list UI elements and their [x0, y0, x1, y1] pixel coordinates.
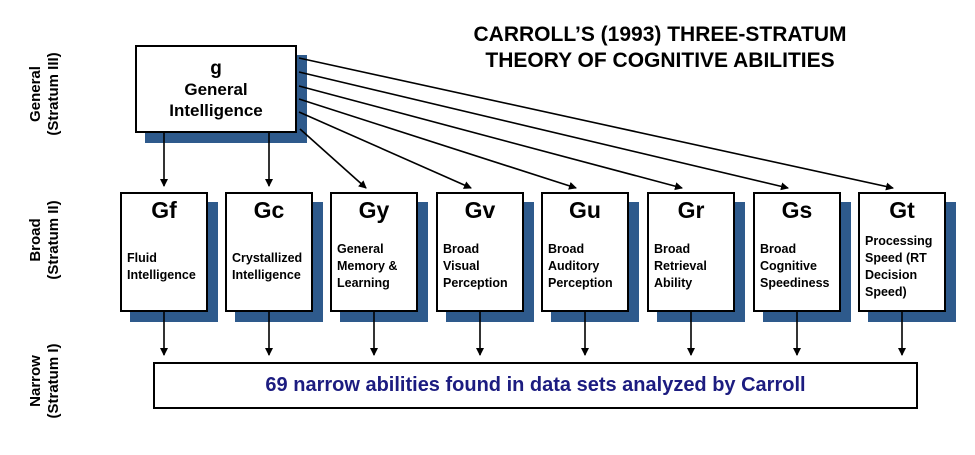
arrow-g-to-gs — [298, 71, 789, 191]
arrow-g-to-gt — [298, 57, 894, 191]
stratum-label-narrow: Narrow (Stratum I) — [27, 344, 63, 419]
broad-box-desc-wrap: Fluid Intelligence — [122, 223, 206, 310]
general-intelligence-name-line1: General — [184, 79, 248, 99]
stratum-label-general-name: General — [27, 66, 44, 122]
diagram-title-line2: THEORY OF COGNITIVE ABILITIES — [485, 49, 835, 72]
arrow-g-to-gy — [299, 128, 367, 189]
stratum-label-general-stratum: (Stratum III) — [45, 52, 62, 136]
broad-box-desc-wrap: General Memory & Learning — [332, 223, 416, 310]
broad-box-label: Broad Auditory Perception — [548, 242, 613, 290]
broad-box-label: Broad Retrieval Ability — [654, 242, 707, 290]
arrow-g-to-gu — [298, 98, 577, 190]
general-intelligence-box: g General Intelligence — [135, 45, 297, 133]
stratum-label-narrow-stratum: (Stratum I) — [45, 343, 62, 419]
broad-box-code: Gu — [569, 197, 601, 223]
general-intelligence-code: g — [210, 57, 222, 79]
broad-box-code: Gv — [464, 197, 496, 223]
stratum-label-broad: Broad (Stratum II) — [27, 200, 63, 279]
broad-box-label: Processing Speed (RT Decision Speed) — [865, 233, 933, 299]
broad-box-code: Gs — [781, 197, 813, 223]
broad-box-desc-wrap: Crystallized Intelligence — [227, 223, 311, 310]
diagram-title-line1: CARROLL’S (1993) THREE-STRATUM — [473, 23, 847, 46]
broad-box-label: Crystallized Intelligence — [232, 250, 303, 282]
broad-box-code: Gy — [358, 197, 390, 223]
broad-box-code: Gr — [677, 197, 705, 223]
narrow-abilities-text: 69 narrow abilities found in data sets a… — [265, 374, 806, 396]
diagram-title: CARROLL’S (1993) THREE-STRATUM THEORY OF… — [400, 22, 920, 74]
arrow-g-to-gv — [298, 111, 472, 189]
stratum-label-narrow-name: Narrow — [27, 355, 44, 407]
broad-box-label: Broad Cognitive Speediness — [760, 242, 830, 290]
broad-box-desc-wrap: Broad Visual Perception — [438, 223, 522, 310]
broad-box-desc-wrap: Broad Auditory Perception — [543, 223, 627, 310]
arrow-g-to-gr — [298, 85, 683, 191]
stratum-label-broad-name: Broad — [27, 218, 44, 262]
broad-box-code: Gt — [889, 197, 915, 223]
broad-box-code: Gc — [253, 197, 285, 223]
broad-box-desc-wrap: Processing Speed (RT Decision Speed) — [860, 223, 944, 310]
general-intelligence-name-line2: Intelligence — [169, 100, 263, 120]
broad-box-label: Fluid Intelligence — [127, 250, 196, 282]
broad-box-label: Broad Visual Perception — [443, 242, 508, 290]
narrow-abilities-box: 69 narrow abilities found in data sets a… — [153, 362, 918, 409]
broad-box-code: Gf — [151, 197, 177, 223]
stratum-label-broad-stratum: (Stratum II) — [45, 200, 62, 280]
stratum-label-general: General (Stratum III) — [27, 52, 63, 135]
broad-box-desc-wrap: Broad Retrieval Ability — [649, 223, 733, 310]
broad-box-desc-wrap: Broad Cognitive Speediness — [755, 223, 839, 310]
broad-box-label: General Memory & Learning — [337, 242, 398, 290]
